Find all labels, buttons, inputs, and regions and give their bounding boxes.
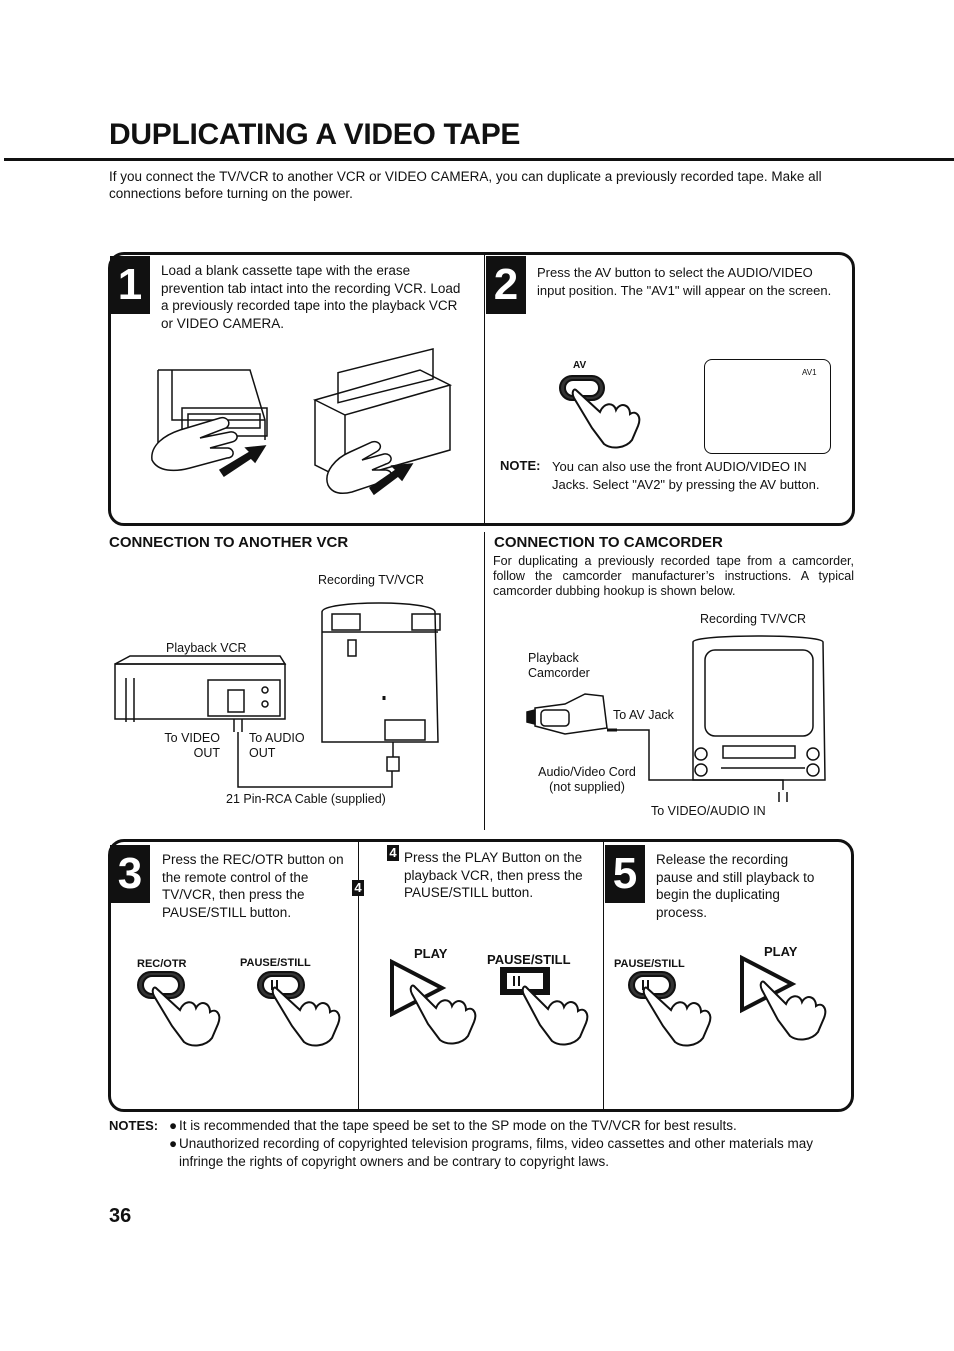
rec-otr-label: REC/OTR [137,958,187,970]
av-button-press-icon[interactable] [556,372,646,452]
pause-still-label-5: PAUSE/STILL [614,958,685,970]
step-3-number: 3 [110,845,150,903]
box-divider [484,254,485,524]
steps-1-2-box [108,252,855,526]
vcr-connection-heading: CONNECTION TO ANOTHER VCR [109,534,349,551]
step-4-number: 4 [387,845,399,861]
notes-key: NOTES: [109,1118,159,1133]
pause-still-button-icon-3[interactable] [256,970,346,1050]
to-av-jack-label: To AV Jack [613,708,674,722]
cam-recording-tv-label: Recording TV/VCR [700,612,807,626]
bullet-icon: ● [169,1118,178,1133]
step-5-divider [603,842,604,1110]
vcr-connection-diagram [114,602,441,788]
step-1-number: 1 [110,256,150,314]
play-button-icon-4[interactable] [388,958,478,1055]
to-video-audio-in-label: To VIDEO/AUDIO IN [651,804,766,818]
camcorder-text: For duplicating a previously recorded ta… [493,554,854,598]
playback-vcr-label: Playback VCR [166,641,247,655]
av-button-label: AV [573,360,587,371]
step-5-text: Release the recording pause and still pl… [656,852,815,920]
step-3-divider [358,842,359,1110]
to-video-out-label: To VIDEO OUT [164,731,220,760]
recording-tv-label: Recording TV/VCR [318,573,425,587]
step-5-number: 5 [605,845,645,903]
playback-camcorder-label: Playback Camcorder [528,651,590,680]
av-cord-label: Audio/Video Cord (not supplied) [538,765,636,794]
step-2-note-key: NOTE: [500,458,541,473]
to-audio-out-label: To AUDIO OUT [249,731,305,760]
note-item: ● Unauthorized recording of copyrighted … [169,1136,814,1169]
step-2-note-text: You can also use the front AUDIO/VIDEO I… [552,459,820,492]
pause-still-label-3: PAUSE/STILL [240,957,311,969]
pause-still-button-icon-5[interactable] [627,970,717,1050]
cassette-loading-illustration [151,348,453,496]
step-1-text: Load a blank cassette tape with the eras… [161,263,461,331]
rec-otr-button-icon[interactable] [136,970,226,1050]
cable-label: 21 Pin-RCA Cable (supplied) [226,792,386,806]
pause-still-label-4: PAUSE/STILL [487,952,571,967]
play-label-5: PLAY [764,944,798,959]
camcorder-connection-heading: CONNECTION TO CAMCORDER [494,534,723,551]
step-4-text: Press the PLAY Button on the playback VC… [404,850,583,900]
page-title: DUPLICATING A VIDEO TAPE [109,118,521,151]
page-number: 36 [109,1205,132,1227]
camcorder-connection-diagram [526,635,826,802]
notes-list: ● It is recommended that the tape speed … [169,1117,849,1171]
steps-3-5-box [108,839,854,1112]
step-3-text: Press the REC/OTR button on the remote c… [162,852,344,920]
pause-still-button-icon-4[interactable] [500,967,590,1057]
step-2-number: 2 [486,256,526,314]
note-item: ● It is recommended that the tape speed … [169,1118,737,1133]
step-2-text: Press the AV button to select the AUDIO/… [537,265,832,298]
bullet-icon: ● [169,1136,178,1151]
screen-av1-label: AV1 [802,368,817,377]
step-4-number-inline: 4 [352,880,364,896]
tv-screen [704,359,831,454]
play-label-4: PLAY [414,946,448,961]
play-button-icon-5[interactable] [738,954,833,1051]
intro-text: If you connect the TV/VCR to another VCR… [109,169,822,201]
title-rule [4,158,954,161]
section-divider [484,532,485,830]
